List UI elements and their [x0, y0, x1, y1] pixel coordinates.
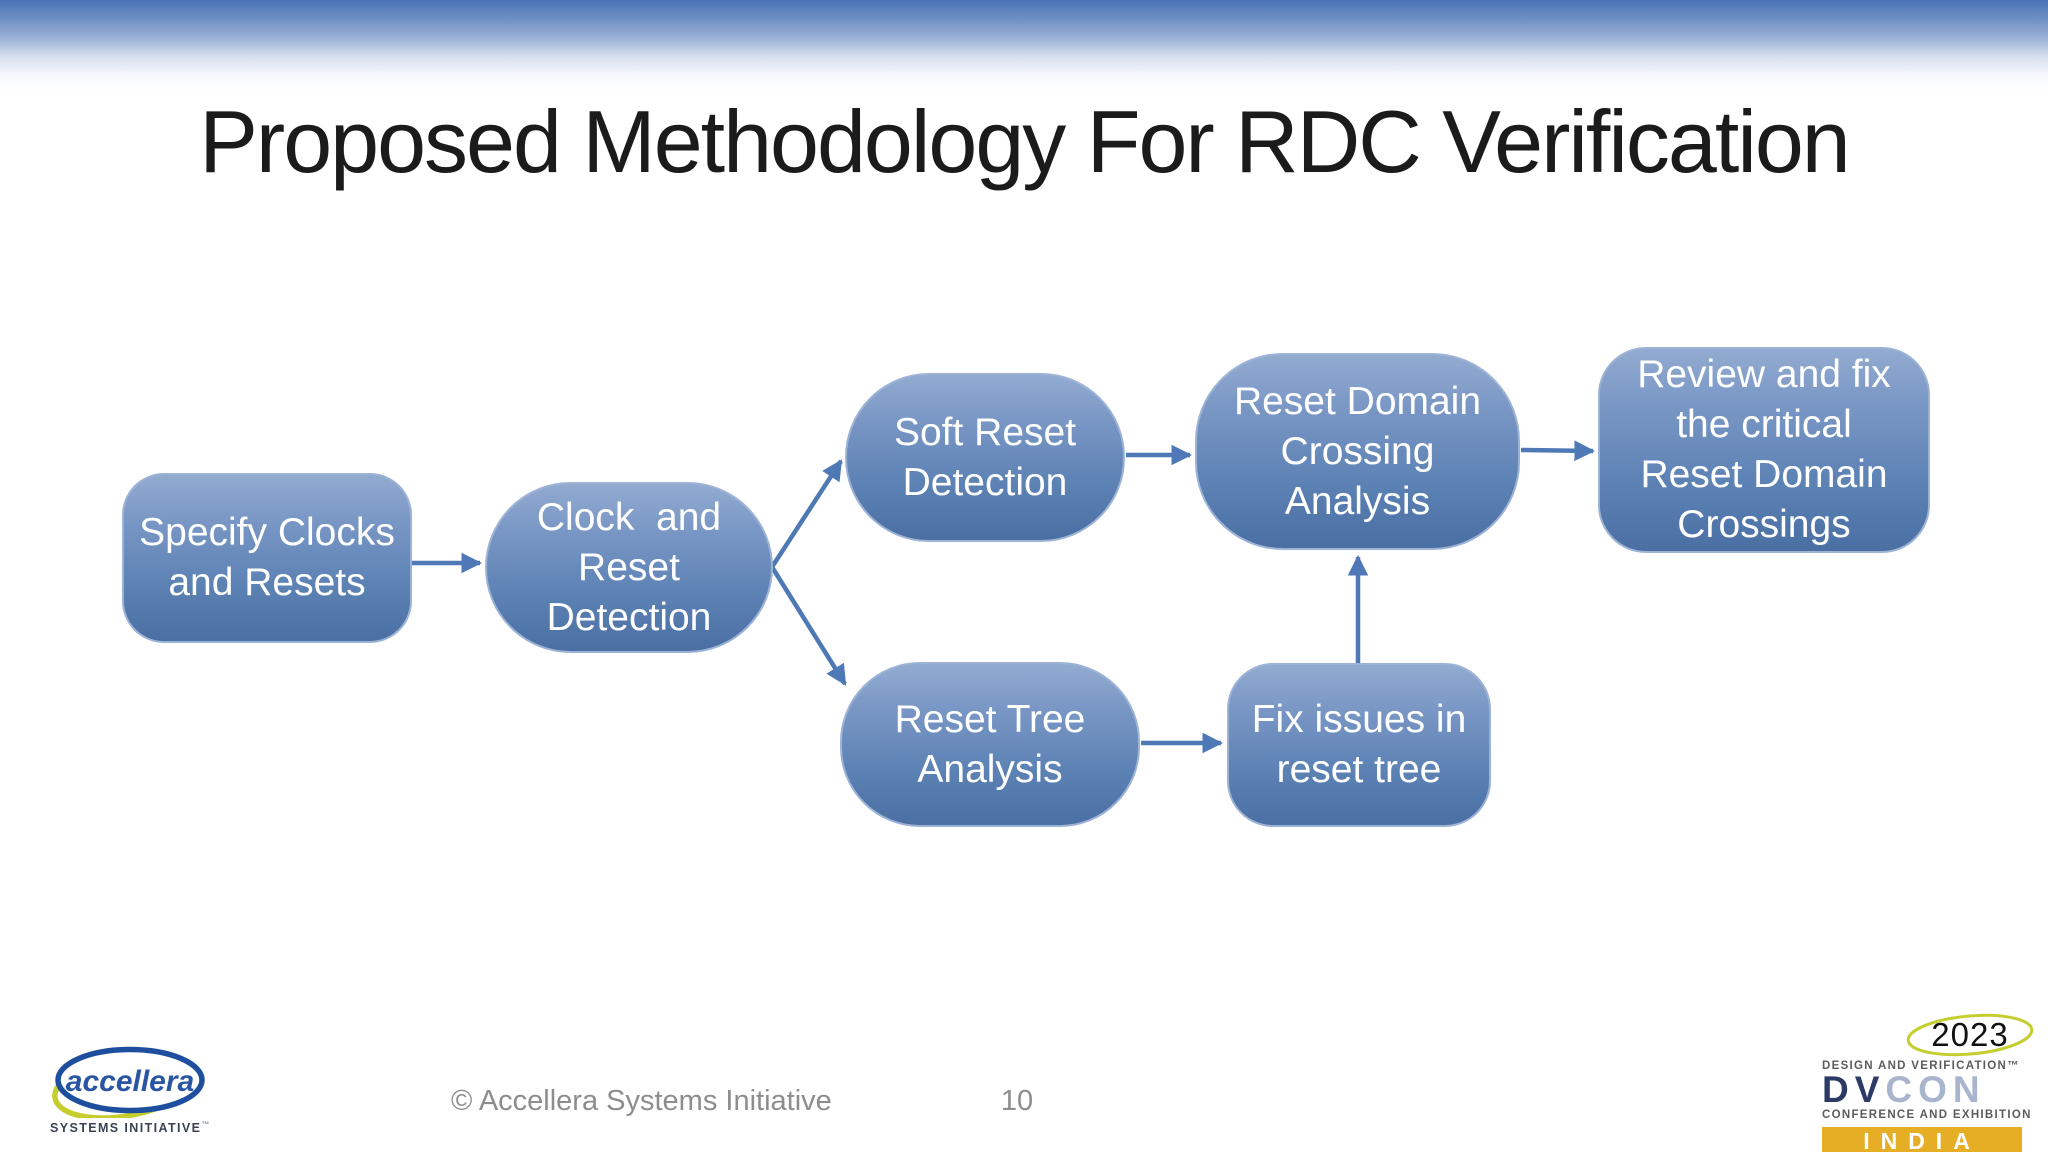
- flow-node-label-line: Detection: [902, 460, 1068, 504]
- accellera-tagline: SYSTEMS INITIATIVE™: [50, 1120, 211, 1136]
- flow-node-fix-issues-reset-tree: Fix issues in reset tree: [1227, 663, 1491, 827]
- dvcon-wordmark-con: CON: [1885, 1069, 1986, 1110]
- flow-node-label-line: Crossings: [1677, 503, 1851, 546]
- accellera-ellipse-mark: accellera: [52, 1046, 205, 1121]
- footer-copyright: © Accellera Systems Initiative: [451, 1085, 832, 1117]
- flow-node-label-line: the critical: [1676, 403, 1852, 446]
- flow-node-label-line: Analysis: [917, 747, 1063, 791]
- flow-node-label-line: Review and fix: [1637, 353, 1891, 396]
- flow-arrow-clock-reset-detection-to-reset-tree-analysis: [770, 565, 847, 686]
- dvcon-india-banner: INDIA: [1822, 1127, 2022, 1152]
- accellera-trademark: ™: [201, 1120, 211, 1129]
- flow-node-label-line: Clock and: [536, 495, 722, 539]
- flow-node-label-line: Reset Domain: [1233, 379, 1482, 423]
- flow-node-label-line: Reset Domain: [1640, 453, 1888, 496]
- page-title: Proposed Methodology For RDC Verificatio…: [199, 92, 1851, 191]
- dvcon-year-badge: 2023: [1906, 1012, 2034, 1058]
- dvcon-wordmark-dv: DV: [1822, 1069, 1886, 1110]
- dvcon-india-logo: 2023 DESIGN AND VERIFICATION™ DVCON CONF…: [1822, 1012, 2034, 1152]
- page-number: 10: [1000, 1085, 1034, 1117]
- flow-arrow-clock-reset-detection-to-soft-reset-detection: [770, 459, 843, 569]
- dvcon-design-verification-line: DESIGN AND VERIFICATION™: [1822, 1060, 2020, 1072]
- accellera-logo: accellera SYSTEMS INITIATIVE™: [50, 1046, 211, 1141]
- dvcon-conference-exhibition-line: CONFERENCE AND EXHIBITION: [1822, 1109, 2032, 1121]
- flow-node-label-line: Analysis: [1284, 479, 1431, 523]
- accellera-tagline-text: SYSTEMS INITIATIVE: [50, 1121, 202, 1136]
- flow-node-label-line: Fix issues in: [1251, 698, 1467, 741]
- flow-node-label-line: Specify Clocks: [139, 511, 395, 554]
- flow-node-label-line: Detection: [546, 595, 712, 639]
- flow-node-label-line: Reset: [578, 545, 680, 589]
- flow-node-label-line: Crossing: [1280, 429, 1435, 473]
- dvcon-year: 2023: [1931, 1016, 2009, 1053]
- top-banner-gradient: [0, 0, 2048, 92]
- flow-node-label-line: Soft Reset: [893, 410, 1077, 454]
- accellera-wordmark: accellera: [66, 1065, 194, 1098]
- flow-node-label-line: and Resets: [168, 561, 366, 604]
- accellera-blue-ring: [55, 1046, 205, 1114]
- flow-node-label-line: Reset Tree: [894, 697, 1086, 741]
- flow-node-specify-clocks-resets: Specify Clocks and Resets: [122, 473, 412, 643]
- dvcon-wordmark: DVCON: [1822, 1071, 2022, 1108]
- flow-node-label-line: reset tree: [1276, 748, 1442, 791]
- flow-arrow-reset-domain-crossing-analysis-to-review-fix-critical-rdc: [1520, 440, 1596, 462]
